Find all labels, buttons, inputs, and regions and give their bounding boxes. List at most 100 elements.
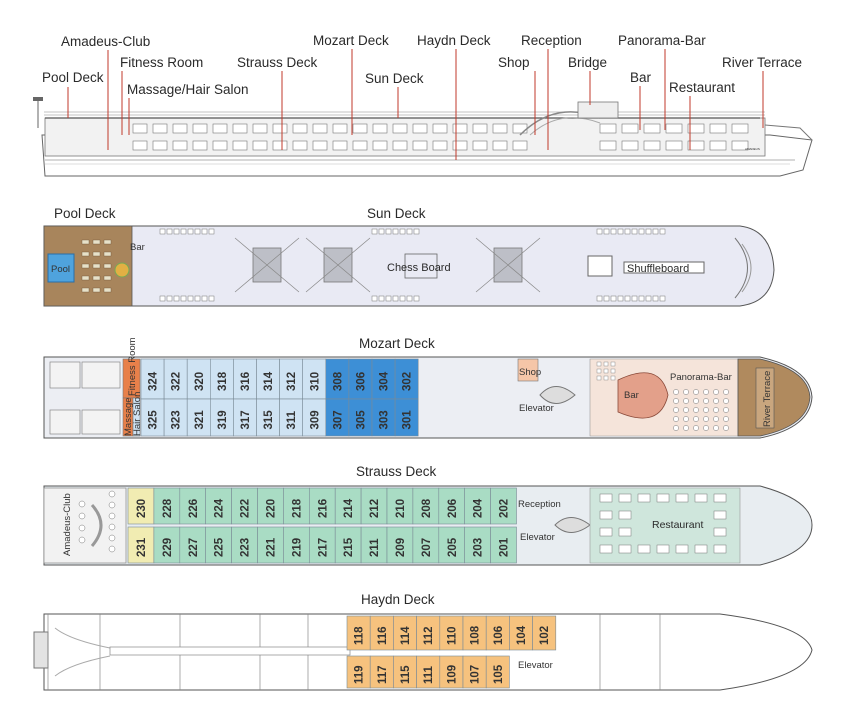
callout-sun-deck: Sun Deck xyxy=(365,71,424,86)
strauss-cabin-201 xyxy=(490,526,517,564)
hair-salon-label: Hair Salon xyxy=(132,392,143,436)
mozart-cabin-label-322: 322 xyxy=(171,372,183,391)
strauss-cabin-label-201: 201 xyxy=(499,537,511,557)
sun-deck-title: Sun Deck xyxy=(367,206,426,221)
mozart-cabin-301 xyxy=(394,398,419,437)
mozart-cabin-label-311: 311 xyxy=(286,410,298,429)
haydn-cabin-label-117: 117 xyxy=(377,665,389,684)
mozart-cabin-label-319: 319 xyxy=(217,410,229,429)
strauss-cabin-label-230: 230 xyxy=(136,499,148,518)
strauss-cabin-214 xyxy=(334,487,362,525)
mozart-cabin-label-320: 320 xyxy=(194,372,206,391)
haydn-cabin-105 xyxy=(485,655,510,689)
mozart-cabin-label-312: 312 xyxy=(286,372,298,391)
profile-callouts: Amadeus-Club Fitness Room Pool Deck Mass… xyxy=(42,33,802,160)
callout-restaurant: Restaurant xyxy=(669,80,735,95)
restaurant-area xyxy=(589,487,741,564)
callout-haydn-deck: Haydn Deck xyxy=(417,33,491,48)
fitness-room-label: Fitness Room xyxy=(127,337,138,396)
strauss-cabin-212 xyxy=(360,487,388,525)
strauss-cabin-217 xyxy=(308,526,336,564)
strauss-cabin-228 xyxy=(153,487,181,525)
chess-board-label: Chess Board xyxy=(387,262,451,274)
pool-deck-title: Pool Deck xyxy=(54,206,116,221)
strauss-cabin-label-204: 204 xyxy=(473,498,485,518)
strauss-cabin-label-210: 210 xyxy=(395,499,407,518)
haydn-cabin-label-104: 104 xyxy=(516,625,528,645)
mozart-cabin-label-318: 318 xyxy=(217,371,229,391)
strauss-cabin-label-205: 205 xyxy=(447,537,459,557)
strauss-cabin-label-215: 215 xyxy=(343,537,355,557)
haydn-cabin-label-111: 111 xyxy=(423,665,435,684)
callout-panorama-bar: Panorama-Bar xyxy=(618,33,706,48)
mozart-cabin-label-315: 315 xyxy=(263,410,275,430)
strauss-cabin-231 xyxy=(127,526,155,564)
haydn-cabin-label-106: 106 xyxy=(493,626,505,645)
mozart-cabin-label-310: 310 xyxy=(309,372,321,391)
river-terrace-label: River Terrace xyxy=(762,371,773,427)
callout-river-terrace: River Terrace xyxy=(722,55,802,70)
mozart-cabin-label-317: 317 xyxy=(240,410,252,429)
haydn-cabin-label-107: 107 xyxy=(470,665,482,684)
strauss-cabin-label-223: 223 xyxy=(240,538,252,557)
strauss-cabin-209 xyxy=(386,526,414,564)
svg-text:AMADEUS: AMADEUS xyxy=(745,147,760,151)
strauss-cabin-label-231: 231 xyxy=(136,537,148,557)
panorama-bar-label: Panorama-Bar xyxy=(670,372,732,383)
haydn-cabin-label-105: 105 xyxy=(493,664,505,684)
strauss-cabin-220 xyxy=(257,487,284,525)
strauss-cabin-210 xyxy=(386,487,414,525)
mozart-cabin-label-314: 314 xyxy=(263,371,275,391)
ship-profile: AMADEUS xyxy=(33,97,813,177)
haydn-cabin-label-115: 115 xyxy=(400,665,412,684)
haydn-cabin-label-108: 108 xyxy=(470,625,482,645)
mozart-elevator-label: Elevator xyxy=(519,403,554,414)
strauss-cabin-221 xyxy=(257,526,284,564)
haydn-deck-outline xyxy=(43,613,813,691)
strauss-cabin-label-206: 206 xyxy=(447,499,459,518)
strauss-cabin-label-224: 224 xyxy=(214,498,226,518)
callout-massage-hair-salon: Massage/Hair Salon xyxy=(127,82,249,97)
callout-reception: Reception xyxy=(521,33,582,48)
haydn-cabin-label-112: 112 xyxy=(423,626,435,645)
haydn-cabin-label-114: 114 xyxy=(400,626,412,645)
strauss-cabin-211 xyxy=(360,526,388,564)
haydn-elevator-label: Elevator xyxy=(518,660,553,671)
strauss-elevator-label: Elevator xyxy=(520,532,555,543)
pool xyxy=(47,253,75,283)
strauss-cabin-207 xyxy=(412,526,440,564)
strauss-cabin-label-227: 227 xyxy=(188,538,200,557)
haydn-cabin-label-116: 116 xyxy=(377,626,389,645)
callout-fitness-room: Fitness Room xyxy=(120,55,203,70)
haydn-cabin-label-110: 110 xyxy=(446,626,458,645)
haydn-cabin-label-118: 118 xyxy=(354,626,366,645)
strauss-cabin-216 xyxy=(308,487,336,525)
strauss-cabin-label-207: 207 xyxy=(421,538,433,557)
strauss-cabin-label-226: 226 xyxy=(188,499,200,518)
strauss-cabin-label-218: 218 xyxy=(291,498,303,518)
pool-label: Pool xyxy=(51,264,70,275)
amadeus-club-label: Amadeus-Club xyxy=(62,493,73,556)
strauss-cabin-218 xyxy=(283,487,310,525)
mozart-cabin-label-325: 325 xyxy=(148,410,160,430)
mozart-cabin-label-303: 303 xyxy=(379,410,391,429)
strauss-cabin-label-222: 222 xyxy=(240,499,252,518)
mozart-cabin-label-323: 323 xyxy=(171,410,183,429)
strauss-cabin-label-214: 214 xyxy=(343,498,355,518)
restaurant-label: Restaurant xyxy=(652,519,703,531)
massage-label: Massage xyxy=(123,397,134,436)
profile-upper xyxy=(44,117,766,157)
mozart-cabin-label-316: 316 xyxy=(240,372,252,391)
mozart-cabin-label-304: 304 xyxy=(379,371,391,391)
mozart-bar-label: Bar xyxy=(624,390,639,401)
callout-shop: Shop xyxy=(498,55,530,70)
haydn-cabin-label-119: 119 xyxy=(354,665,366,684)
shuffleboard-label: Shuffleboard xyxy=(627,263,689,275)
strauss-deck-title: Strauss Deck xyxy=(356,464,437,479)
strauss-cabin-label-209: 209 xyxy=(395,538,407,557)
callout-mozart-deck: Mozart Deck xyxy=(313,33,389,48)
callout-bar: Bar xyxy=(630,70,652,85)
mozart-cabin-label-308: 308 xyxy=(332,371,344,391)
